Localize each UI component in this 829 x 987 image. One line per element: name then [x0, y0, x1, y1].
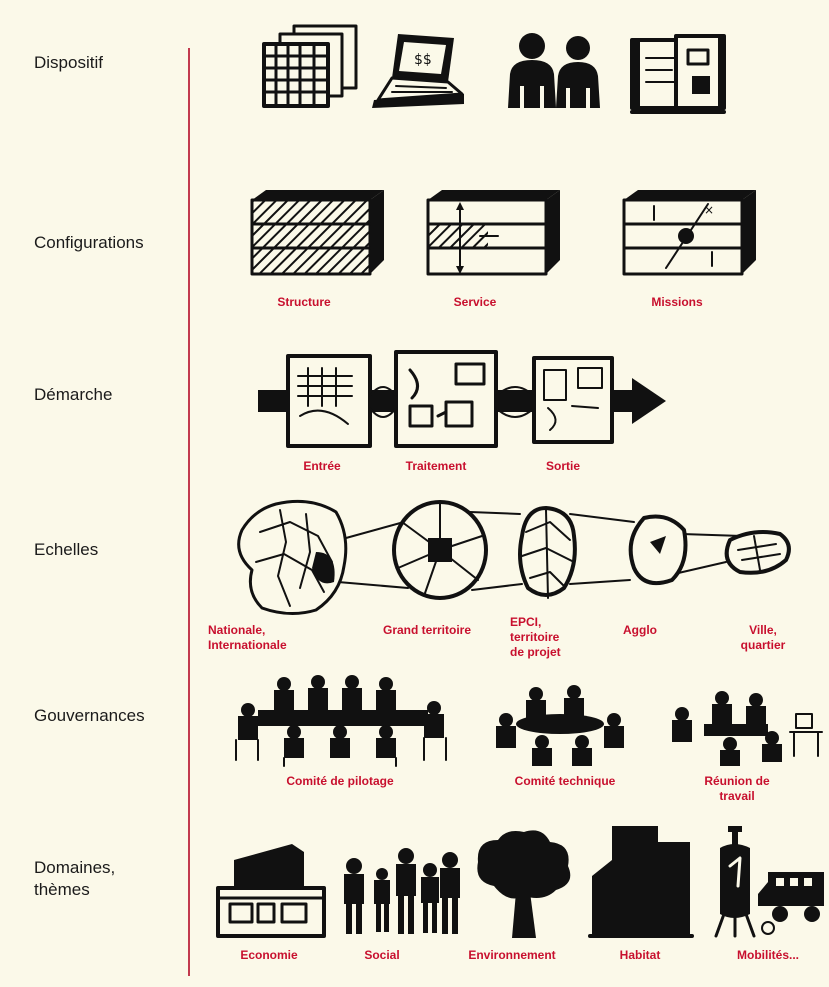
caption-comite-technique: Comité technique: [514, 774, 616, 788]
caption-epci: EPCI, territoire de projet: [510, 615, 561, 659]
process-flow-diagram: [258, 350, 666, 448]
row-label-gouvernances: Gouvernances: [34, 706, 145, 725]
caption-environnement: Environnement: [468, 948, 556, 962]
caption-missions: Missions: [651, 295, 703, 309]
binders-icon: [630, 34, 726, 114]
missions-diagram: ×: [622, 190, 756, 276]
factory-icon: [216, 844, 326, 938]
caption-traitement: Traitement: [405, 459, 467, 473]
row-label-demarche: Démarche: [34, 385, 113, 404]
technical-committee-illustration: [496, 685, 624, 766]
caption-habitat: Habitat: [619, 948, 661, 962]
structure-diagram: [250, 190, 384, 276]
grid-document-icon: [262, 24, 358, 108]
caption-structure: Structure: [277, 295, 331, 309]
row-label-dispositif: Dispositif: [34, 53, 103, 72]
svg-text:×: ×: [704, 203, 714, 217]
service-diagram: [426, 190, 560, 276]
caption-economie: Economie: [240, 948, 298, 962]
caption-reunion-travail: Réunion de travail: [704, 774, 770, 803]
caption-entree: Entrée: [303, 459, 341, 473]
steering-committee-illustration: [235, 675, 447, 767]
scales-diagram: [237, 499, 791, 615]
caption-agglo: Agglo: [623, 623, 657, 637]
caption-sortie: Sortie: [545, 459, 581, 473]
work-meeting-illustration: [672, 691, 823, 766]
caption-grand-territoire: Grand territoire: [382, 623, 472, 637]
caption-nationale: Nationale, Internationale: [208, 623, 287, 652]
laptop-icon: $$: [372, 34, 464, 108]
row-label-echelles: Echelles: [34, 540, 99, 559]
row-label-domaines: Domaines, thèmes: [34, 858, 116, 899]
social-group-icon: [344, 848, 460, 934]
housing-buildings-icon: [588, 826, 694, 938]
people-icon: [508, 33, 600, 108]
vertical-divider: [188, 48, 190, 976]
mobility-icon: [714, 826, 824, 938]
svg-text:$$: $$: [414, 52, 432, 68]
caption-mobilites: Mobilités...: [736, 948, 800, 962]
row-label-configurations: Configurations: [34, 233, 144, 252]
caption-ville: Ville, quartier: [740, 623, 786, 652]
caption-comite-pilotage: Comité de pilotage: [286, 774, 394, 788]
caption-service: Service: [453, 295, 497, 309]
caption-social: Social: [364, 948, 400, 962]
tree-icon: [477, 830, 571, 938]
